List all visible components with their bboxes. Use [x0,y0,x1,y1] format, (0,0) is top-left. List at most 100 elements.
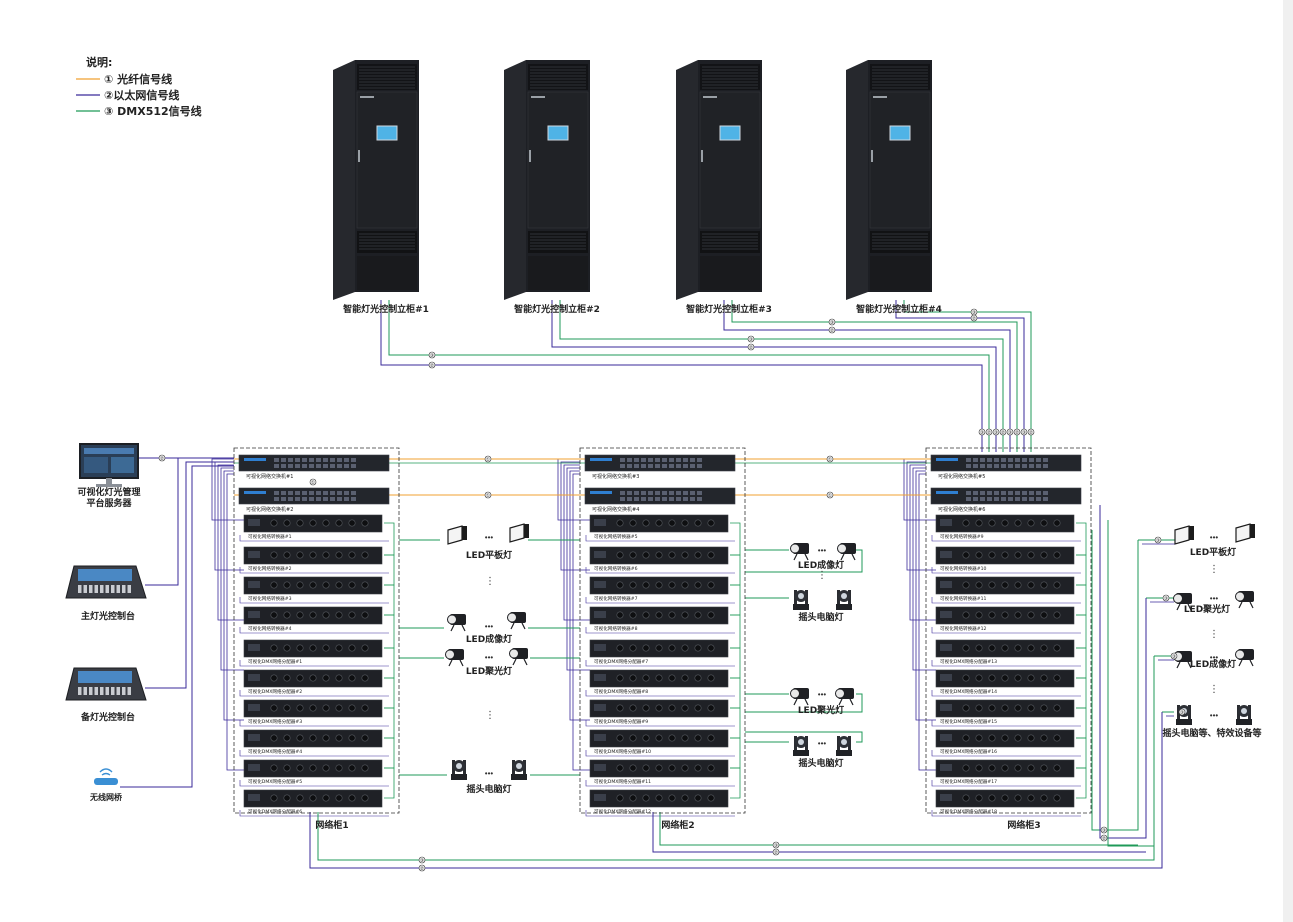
switch-port[interactable] [1029,497,1034,501]
xlr-port[interactable] [655,519,663,527]
switch-port[interactable] [1036,464,1041,468]
xlr-port[interactable] [668,551,676,559]
backup-console[interactable] [65,667,147,701]
console-fader[interactable] [122,585,126,593]
xlr-port[interactable] [270,551,278,559]
switch-port[interactable] [1029,458,1034,462]
switch-port[interactable] [323,464,328,468]
xlr-port[interactable] [655,611,663,619]
console-fader[interactable] [127,687,132,695]
xlr-port[interactable] [270,734,278,742]
network-switch[interactable] [930,487,1082,505]
xlr-port[interactable] [322,704,330,712]
switch-port[interactable] [994,464,999,468]
xlr-port[interactable] [694,674,702,682]
switch-port[interactable] [309,497,314,501]
xlr-port[interactable] [962,734,970,742]
switch-port[interactable] [1015,491,1020,495]
xlr-port[interactable] [988,764,996,772]
xlr-port[interactable] [1001,674,1009,682]
xlr-port[interactable] [309,519,317,527]
xlr-port[interactable] [975,764,983,772]
switch-port[interactable] [302,497,307,501]
xlr-port[interactable] [681,644,689,652]
switch-port[interactable] [1029,491,1034,495]
xlr-port[interactable] [361,734,369,742]
console-fader[interactable] [89,585,93,593]
xlr-port[interactable] [962,611,970,619]
xlr-port[interactable] [975,704,983,712]
switch-port[interactable] [980,458,985,462]
switch-port[interactable] [676,464,681,468]
xlr-port[interactable] [1053,519,1061,527]
console-fader[interactable] [127,585,132,593]
switch-port[interactable] [697,464,702,468]
xlr-port[interactable] [668,734,676,742]
xlr-port[interactable] [707,704,715,712]
xlr-port[interactable] [707,581,715,589]
xlr-port[interactable] [1053,674,1061,682]
xlr-port[interactable] [361,519,369,527]
door-handle[interactable] [871,150,873,162]
xlr-port[interactable] [975,644,983,652]
network-switch[interactable] [584,487,736,505]
xlr-port[interactable] [270,611,278,619]
xlr-port[interactable] [668,794,676,802]
dmx-module[interactable] [935,729,1075,748]
xlr-port[interactable] [1001,581,1009,589]
xlr-port[interactable] [1014,704,1022,712]
xlr-port[interactable] [642,551,650,559]
switch-port[interactable] [648,491,653,495]
xlr-port[interactable] [962,551,970,559]
xlr-port[interactable] [629,704,637,712]
switch-port[interactable] [648,497,653,501]
switch-port[interactable] [309,491,314,495]
xlr-port[interactable] [309,794,317,802]
xlr-port[interactable] [283,644,291,652]
switch-port[interactable] [634,491,639,495]
xlr-port[interactable] [335,581,343,589]
xlr-port[interactable] [348,794,356,802]
xlr-port[interactable] [322,644,330,652]
xlr-port[interactable] [1040,519,1048,527]
xlr-port[interactable] [1014,644,1022,652]
xlr-port[interactable] [616,644,624,652]
xlr-port[interactable] [1014,551,1022,559]
console-fader[interactable] [83,585,88,593]
xlr-port[interactable] [335,644,343,652]
switch-port[interactable] [274,497,279,501]
xlr-port[interactable] [629,581,637,589]
xlr-port[interactable] [1014,611,1022,619]
xlr-port[interactable] [975,519,983,527]
switch-port[interactable] [980,497,985,501]
xlr-port[interactable] [1014,764,1022,772]
switch-port[interactable] [316,458,321,462]
switch-port[interactable] [1043,497,1048,501]
console-fader[interactable] [83,687,88,695]
xlr-port[interactable] [655,764,663,772]
switch-port[interactable] [337,497,342,501]
server-monitor[interactable] [79,443,139,487]
switch-port[interactable] [1022,464,1027,468]
xlr-port[interactable] [309,611,317,619]
switch-port[interactable] [1043,458,1048,462]
xlr-port[interactable] [296,704,304,712]
switch-port[interactable] [351,497,356,501]
xlr-port[interactable] [335,704,343,712]
dmx-module[interactable] [589,759,729,778]
switch-port[interactable] [323,491,328,495]
xlr-port[interactable] [1053,794,1061,802]
xlr-port[interactable] [296,551,304,559]
xlr-port[interactable] [975,674,983,682]
switch-port[interactable] [309,464,314,468]
xlr-port[interactable] [322,519,330,527]
xlr-port[interactable] [309,551,317,559]
xlr-port[interactable] [1027,644,1035,652]
console-fader[interactable] [111,585,115,593]
xlr-port[interactable] [1040,674,1048,682]
switch-port[interactable] [620,464,625,468]
xlr-port[interactable] [655,644,663,652]
switch-port[interactable] [683,497,688,501]
xlr-port[interactable] [694,644,702,652]
console-fader[interactable] [116,585,121,593]
